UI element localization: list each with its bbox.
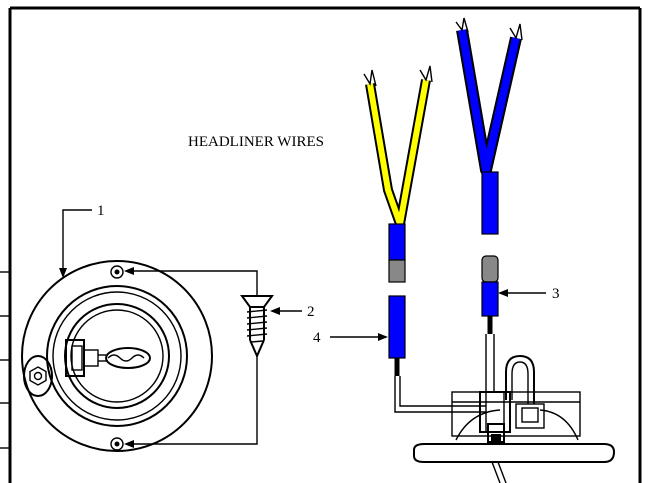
yellow-headliner-wire bbox=[363, 65, 433, 283]
blue-wire-connector bbox=[481, 255, 499, 334]
callout-3-label: 3 bbox=[552, 286, 560, 302]
callout-2-label: 2 bbox=[307, 304, 315, 320]
light-housing bbox=[21, 260, 213, 452]
switch-nut-icon bbox=[23, 355, 53, 397]
blue-headliner-wire bbox=[455, 17, 523, 235]
halogen-bulb-icon bbox=[65, 339, 151, 377]
drawing-frame bbox=[0, 6, 642, 483]
yellow-wire-connector bbox=[388, 295, 406, 376]
callout-4-label: 4 bbox=[313, 330, 321, 346]
callout-1: 1 bbox=[59, 203, 105, 278]
callout-2: 2 bbox=[270, 304, 315, 320]
callout-4: 4 bbox=[313, 330, 388, 346]
headliner-wires-label: HEADLINER WIRES bbox=[188, 134, 324, 150]
bottom-mounting-hole bbox=[110, 437, 124, 451]
top-mounting-hole bbox=[110, 265, 124, 279]
mounting-screw bbox=[240, 295, 274, 359]
callout-1-label: 1 bbox=[97, 203, 105, 219]
callout-3: 3 bbox=[498, 286, 560, 302]
screw-hole-leaders bbox=[124, 267, 258, 448]
lamp-socket-assembly bbox=[394, 334, 616, 483]
